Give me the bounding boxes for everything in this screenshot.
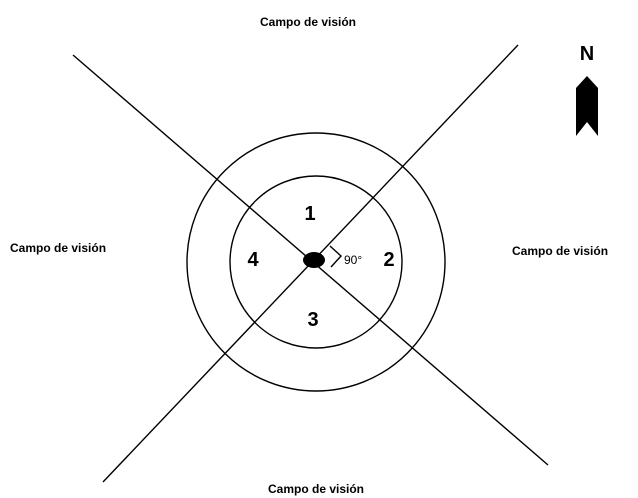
field-label-left: Campo de visión [10, 241, 106, 255]
angle-label: 90° [344, 253, 362, 267]
north-label: N [580, 43, 594, 65]
zone-label-1: 1 [304, 203, 315, 225]
zone-label-3: 3 [307, 309, 318, 331]
north-arrow-icon [576, 76, 598, 136]
field-label-bottom: Campo de visión [268, 482, 364, 496]
right-angle-marker [329, 245, 342, 268]
center-observer-point [303, 252, 325, 268]
zone-label-2: 2 [383, 249, 394, 271]
field-label-right: Campo de visión [512, 244, 608, 258]
zone-label-4: 4 [247, 249, 259, 271]
field-label-top: Campo de visión [260, 15, 356, 29]
inner-circle [229, 175, 403, 349]
outer-circle [186, 132, 446, 392]
